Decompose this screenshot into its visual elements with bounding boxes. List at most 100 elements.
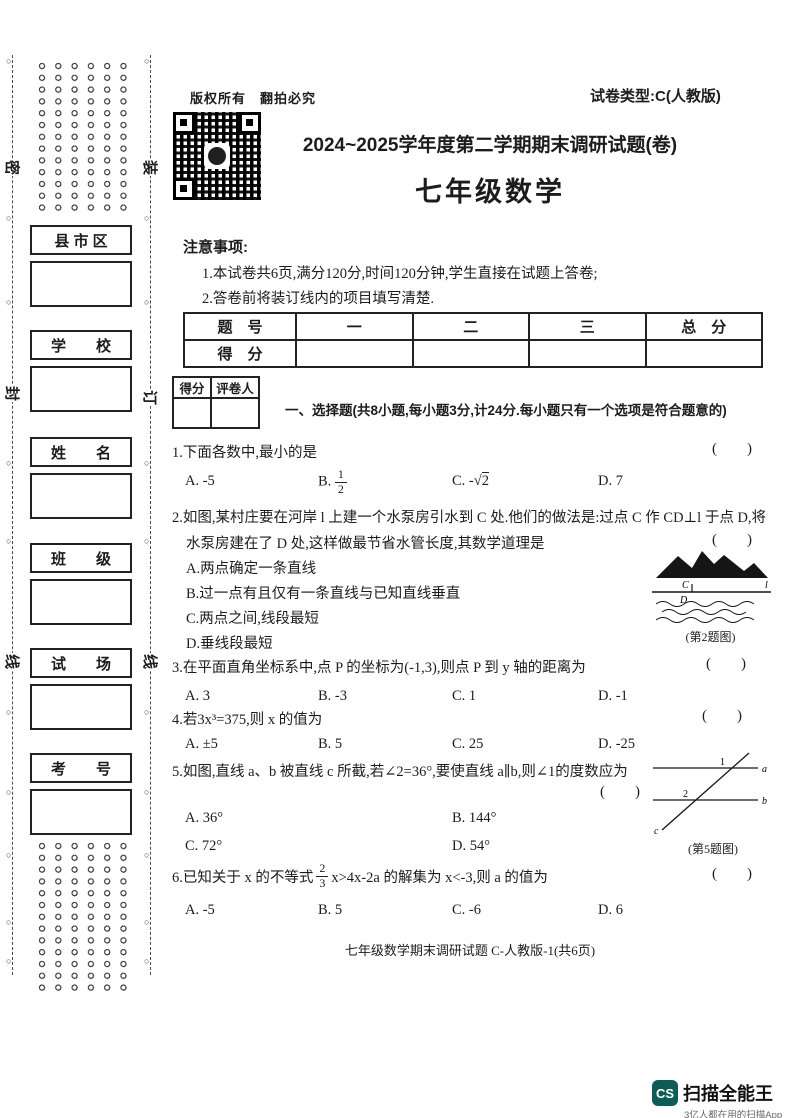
fold-mark-circle: ○: [144, 707, 150, 717]
answer-bubble-grid-bottom: [34, 840, 133, 993]
question5-option-a: A. 36°: [185, 810, 224, 826]
camscanner-name: 扫描全能王: [683, 1084, 773, 1104]
grader-box-grader-label: 评卷人: [210, 376, 260, 399]
seal-char-mi: 密: [2, 158, 22, 177]
question2-option-b: B.过一点有且仅有一条直线与已知直线垂直: [186, 586, 461, 602]
point-c-label: C: [682, 580, 689, 591]
page-footer: 七年级数学期末调研试题 C-人教版-1(共6页): [344, 943, 596, 958]
field-box-school: [30, 366, 132, 412]
question1-option-b: B. 1 2: [318, 467, 347, 497]
field-label-county: 县 市 区: [30, 225, 132, 255]
field-label-class: 班 级: [30, 543, 132, 573]
question5-option-b: B. 144°: [452, 810, 497, 826]
fraction-two-thirds: 2 3: [316, 861, 329, 891]
binding-char-xian: 线: [140, 652, 160, 671]
paper-subject: 七年级数学: [415, 177, 565, 207]
question3-option-a: A. 3: [185, 688, 210, 704]
question2-text-line2: 水泵房建在了 D 处,这样做最节省水管长度,其数学道理是: [186, 536, 545, 552]
score-table: 题 号 一 二 三 总 分 得 分: [183, 312, 763, 368]
field-label-number: 考 号: [30, 753, 132, 783]
score-cell-empty: [295, 339, 414, 368]
question4-option-d: D. -25: [598, 736, 636, 752]
field-label-room: 试 场: [30, 648, 132, 678]
camscanner-icon: CS: [652, 1080, 678, 1106]
fold-mark-circle: ○: [6, 917, 12, 927]
fold-mark-circle: ○: [6, 458, 12, 468]
question6-option-a: A. -5: [185, 902, 215, 918]
question4-text: 4.若3x³=375,则 x 的值为: [172, 712, 323, 728]
note-item-1: 1.本试卷共6页,满分120分,时间120分钟,学生直接在试题上答卷;: [202, 266, 598, 282]
field-label-name: 姓 名: [30, 437, 132, 467]
question5-option-c: C. 72°: [185, 838, 223, 854]
question6-text: 6.已知关于 x 的不等式 2 3 x>4x-2a 的解集为 x<-3,则 a …: [172, 861, 548, 891]
question6-option-c: C. -6: [452, 902, 481, 918]
score-cell-empty: [644, 339, 763, 368]
fold-mark-circle: ○: [144, 213, 150, 223]
question2-answer-paren: ( ): [712, 532, 752, 548]
score-cell-empty: [411, 339, 530, 368]
field-box-class: [30, 579, 132, 625]
fold-mark-circle: ○: [6, 787, 12, 797]
fold-mark-circle: ○: [144, 917, 150, 927]
question3-text: 3.在平面直角坐标系中,点 P 的坐标为(-1,3),则点 P 到 y 轴的距离…: [172, 660, 586, 676]
question2-option-d: D.垂线段最短: [186, 636, 273, 652]
grader-box: 得分 评卷人: [172, 376, 260, 429]
fold-mark-circle: ○: [144, 458, 150, 468]
question2-option-c: C.两点之间,线段最短: [186, 611, 319, 627]
question4-option-b: B. 5: [318, 736, 343, 752]
camscanner-tagline: 3亿人都在用的扫描App: [684, 1110, 783, 1118]
fold-mark-circle: ○: [6, 297, 12, 307]
score-table-row-label: 得 分: [183, 339, 297, 368]
question3-option-b: B. -3: [318, 688, 347, 704]
fold-mark-circle: ○: [144, 956, 150, 966]
line-a-label: a: [762, 764, 767, 775]
water-wave-2: [661, 609, 747, 615]
fold-mark-circle: ○: [6, 850, 12, 860]
score-table-header-cell: 题 号: [183, 312, 297, 341]
fold-mark-circle: ○: [6, 707, 12, 717]
line-b-label: b: [762, 796, 767, 807]
angle2-label: 2: [683, 789, 688, 800]
binding-char-zhuang: 装: [140, 158, 160, 177]
camscanner-watermark: CS 扫描全能王 3亿人都在用的扫描App: [652, 1080, 782, 1118]
question4-option-c: C. 25: [452, 736, 484, 752]
question1-option-d: D. 7: [598, 473, 623, 489]
question2-option-a: A.两点确定一条直线: [186, 561, 317, 577]
qr-code: [173, 112, 261, 200]
figure5-caption: (第5题图): [688, 842, 738, 856]
fold-mark-circle: ○: [6, 956, 12, 966]
score-table-header-cell: 三: [528, 312, 647, 341]
fold-mark-circle: ○: [6, 536, 12, 546]
score-table-header-cell: 一: [295, 312, 414, 341]
section1-heading: 一、选择题(共8小题,每小题3分,计24分.每小题只有一个选项是符合题意的): [285, 403, 727, 418]
paper-type-label: 试卷类型:C(人教版): [590, 88, 721, 105]
fold-mark-circle: ○: [144, 850, 150, 860]
question5-option-d: D. 54°: [452, 838, 491, 854]
option-b-label: B.: [318, 473, 332, 490]
score-table-header-cell: 总 分: [644, 312, 763, 341]
question6-answer-paren: ( ): [712, 866, 752, 882]
question2-figure: C D l: [652, 551, 771, 623]
water-wave-1: [655, 601, 755, 607]
field-box-room: [30, 684, 132, 730]
question1-answer-paren: ( ): [712, 441, 752, 457]
fraction-one-half: 1 2: [334, 467, 347, 497]
qr-center-logo: [204, 143, 230, 169]
grader-box-empty-cell: [210, 397, 260, 429]
qr-finder-bottom-left: [173, 178, 195, 200]
fold-mark-circle: ○: [144, 787, 150, 797]
fold-mark-circle: ○: [144, 56, 150, 66]
line-c-label: c: [654, 826, 659, 837]
figure2-caption: (第2题图): [685, 630, 736, 644]
question3-option-d: D. -1: [598, 688, 628, 704]
field-box-number: [30, 789, 132, 835]
question4-answer-paren: ( ): [702, 708, 742, 724]
line-l-label: l: [765, 580, 768, 591]
binding-char-ding: 订: [140, 388, 160, 407]
question6-option-b: B. 5: [318, 902, 343, 918]
question3-option-c: C. 1: [452, 688, 477, 704]
score-table-header-cell: 二: [411, 312, 530, 341]
seal-line-inner: [150, 55, 151, 975]
question1-option-c: C. -√2: [452, 472, 489, 489]
